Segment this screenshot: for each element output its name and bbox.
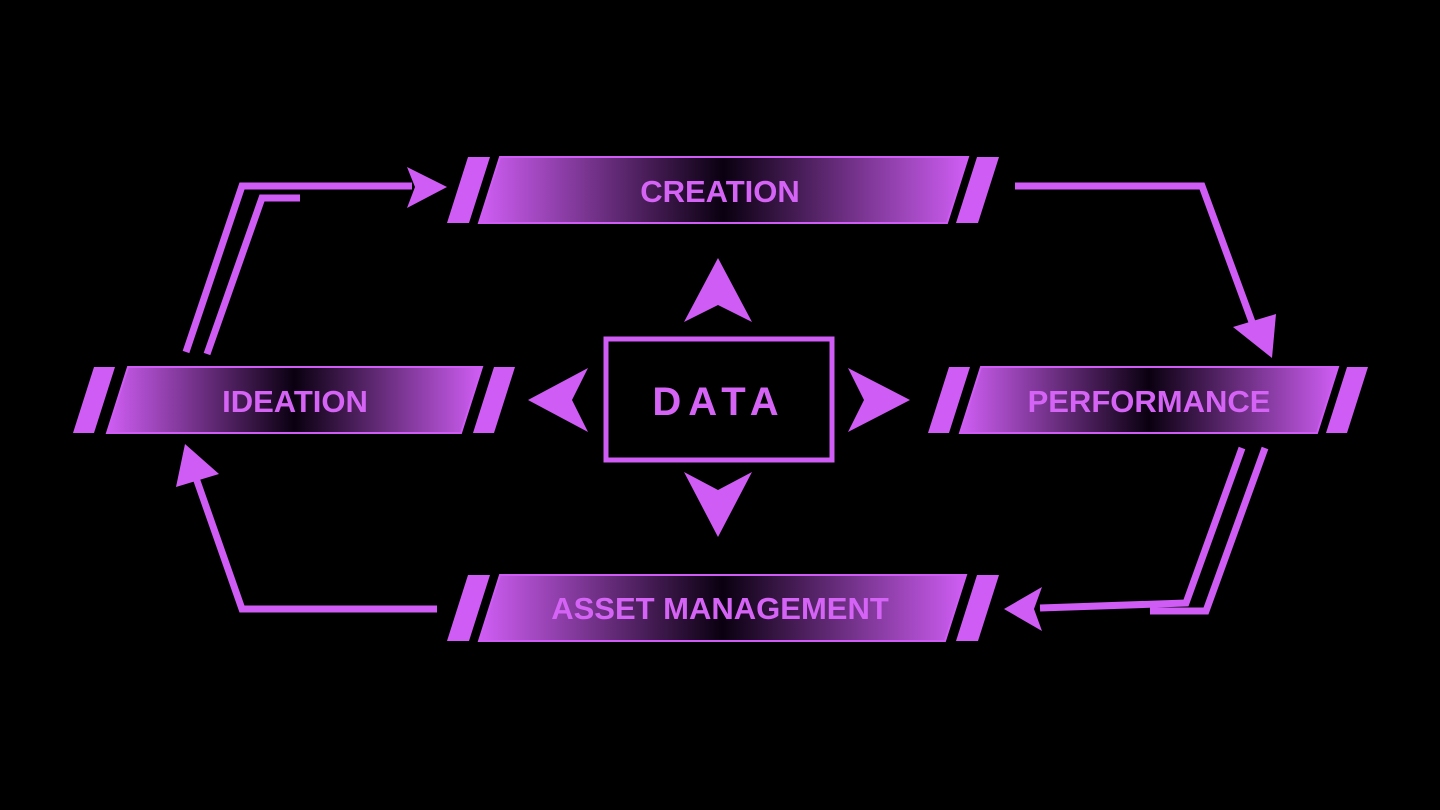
chevron-up-icon [684, 258, 752, 322]
flow-line-performance-to-asset [1039, 446, 1246, 612]
stage-performance: PERFORMANCE [928, 366, 1368, 434]
chevron-left-icon [528, 368, 588, 432]
flow-line-performance-to-asset-inner [1150, 446, 1269, 615]
chevron-right-icon [848, 368, 910, 432]
performance-label: PERFORMANCE [1028, 384, 1271, 419]
arrowhead-down-icon [1233, 314, 1276, 358]
data-center-box: DATA [603, 336, 835, 463]
stage-creation: CREATION [447, 156, 999, 224]
arrowhead-left-icon [1004, 587, 1042, 631]
flow-line-ideation-to-creation [182, 182, 412, 354]
data-label: DATA [652, 380, 785, 424]
arrowhead-up-icon [176, 444, 219, 487]
ideation-label: IDEATION [222, 384, 368, 419]
creation-label: CREATION [640, 174, 800, 209]
flow-line-asset-to-ideation [192, 476, 437, 613]
flow-line-ideation-to-creation-inner [203, 194, 300, 356]
chevron-down-icon [684, 472, 752, 537]
stage-asset-management: ASSET MANAGEMENT [447, 574, 999, 642]
asset-management-label: ASSET MANAGEMENT [551, 591, 889, 626]
arrowhead-right-icon [407, 167, 447, 208]
flow-line-creation-to-performance [1015, 182, 1256, 324]
stage-ideation: IDEATION [73, 366, 515, 434]
